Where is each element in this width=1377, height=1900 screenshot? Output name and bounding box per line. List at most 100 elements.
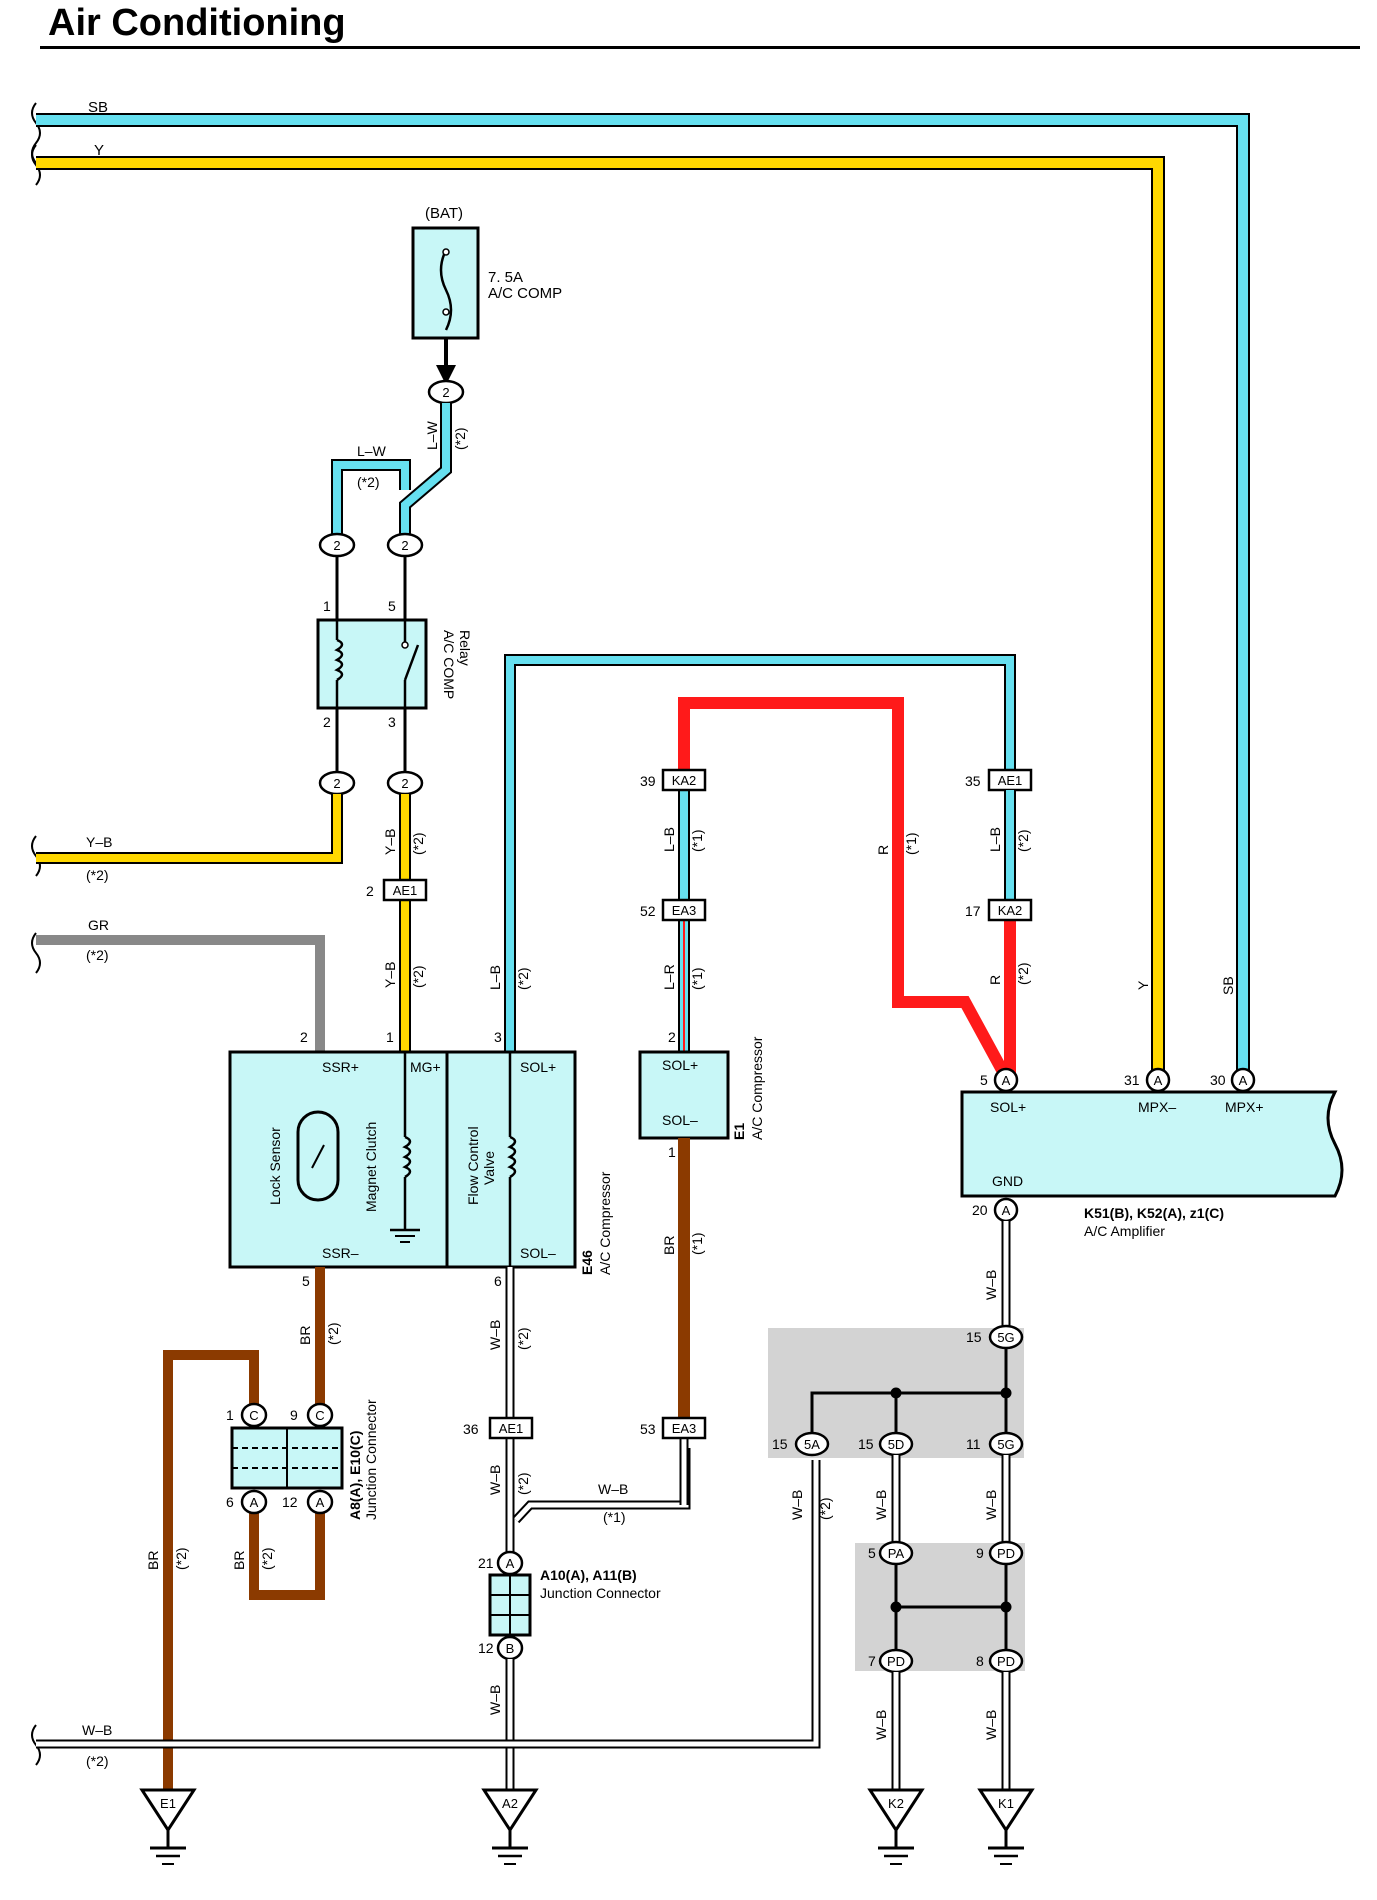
wire-note-br-e46: (*2) (325, 1322, 341, 1345)
ground-k2-label: K2 (888, 1796, 904, 1811)
connector-2-relay-bottom-left: 2 (318, 770, 356, 796)
e46-pin-1: 1 (386, 1029, 394, 1045)
junction-bus-pd (890, 1564, 1012, 1650)
amp-code: K51(B), K52(A), z1(C) (1084, 1205, 1224, 1221)
svg-text:PD: PD (997, 1546, 1015, 1561)
wire-label-br-comp: BR (661, 1236, 677, 1255)
e46-mg-plus: MG+ (410, 1059, 441, 1075)
e46-pin-6: 6 (494, 1273, 502, 1289)
ka2-pin-39: 39 (640, 773, 656, 789)
svg-text:5D: 5D (888, 1437, 905, 1452)
left-break-marks (31, 102, 41, 1766)
wire-label-gr: GR (88, 917, 109, 933)
ka2-pin-17: 17 (965, 903, 981, 919)
wire-gr (36, 935, 325, 1052)
connector-ae1-35: AE1 (987, 768, 1033, 792)
wire-note-lb-amp: (*2) (1015, 829, 1031, 852)
wire-label-lb-e46: L–B (487, 965, 503, 990)
title-rule (40, 46, 1360, 49)
e46-sol-plus: SOL+ (520, 1059, 556, 1075)
pd-pin-8: 8 (976, 1653, 984, 1669)
wire-label-lw: L–W (357, 443, 387, 459)
wire-label-r: R (875, 845, 891, 855)
wire-note-wb-ae1: (*2) (515, 1472, 531, 1495)
wire-label-br-loop: BR (231, 1551, 247, 1570)
junction-connector-a8: C C A A (230, 1402, 344, 1515)
wire-label-wb-a2: W–B (487, 1685, 503, 1715)
connector-ae1-wb: AE1 (488, 1416, 534, 1440)
ground-a2-label: A2 (502, 1796, 518, 1811)
wire-br-e46 (163, 1267, 325, 1790)
amplifier-ac (960, 1090, 1344, 1198)
wire-note-yb-upper: (*2) (410, 832, 426, 855)
a8-pin-12: 12 (282, 1494, 298, 1510)
wire-label-lb-ka2: L–B (661, 827, 677, 852)
connector-pd-9: PD (988, 1540, 1024, 1566)
wire-label-wb-k1: W–B (983, 1710, 999, 1740)
svg-text:2: 2 (333, 538, 340, 553)
wire-label-yb-lower: Y–B (382, 962, 398, 988)
svg-text:PD: PD (997, 1654, 1015, 1669)
e46-sol-minus: SOL– (520, 1245, 556, 1261)
connector-5a-15: 5A (794, 1431, 830, 1457)
wire-note-lw: (*2) (357, 474, 380, 490)
svg-text:A: A (506, 1556, 515, 1571)
svg-text:KA2: KA2 (998, 903, 1023, 918)
wire-note-gr: (*2) (86, 947, 109, 963)
ae1-pin-35: 35 (965, 773, 981, 789)
svg-text:KA2: KA2 (672, 773, 697, 788)
connector-pd-7: PD (878, 1648, 914, 1674)
pd-pin-7: 7 (868, 1653, 876, 1669)
ground-e1 (139, 1788, 197, 1865)
connector-pa-5: PA (878, 1540, 914, 1566)
ground-e1-label: E1 (160, 1796, 176, 1811)
wire-wb-e46 (505, 1267, 691, 1552)
5a-pin-15: 15 (772, 1436, 788, 1452)
amp-pin-31: 31 (1124, 1072, 1140, 1088)
junction-bus-5g (810, 1348, 1012, 1433)
svg-text:PD: PD (887, 1654, 905, 1669)
connector-2-relay-top-right: 2 (386, 532, 424, 558)
fuse-ac-comp (411, 226, 480, 340)
wire-label-y-amp: Y (1135, 980, 1151, 990)
ae1-pin-2: 2 (366, 883, 374, 899)
svg-text:5A: 5A (804, 1437, 820, 1452)
connector-ae1-yb: AE1 (382, 878, 428, 902)
e46-pin-2: 2 (300, 1029, 308, 1045)
svg-text:2: 2 (333, 776, 340, 791)
wire-label-wb-amp: W–B (983, 1270, 999, 1300)
a8-pin-1: 1 (226, 1407, 234, 1423)
e46-fcv-line2: Valve (481, 1151, 497, 1185)
ea3-pin-52: 52 (640, 903, 656, 919)
relay-name-line1: A/C COMP (441, 630, 457, 699)
wire-note-yb-lower: (*2) (410, 965, 426, 988)
connector-5g-15: 5G (988, 1324, 1024, 1350)
wire-label-lr: L–R (661, 964, 677, 990)
e46-lock-sensor: Lock Sensor (267, 1127, 283, 1205)
svg-text:5G: 5G (997, 1437, 1014, 1452)
svg-text:A: A (1002, 1073, 1011, 1088)
ground-k2 (867, 1788, 925, 1865)
wire-label-sb-amp: SB (1220, 976, 1236, 995)
relay-pin-2: 2 (323, 714, 331, 730)
wire-label-br-e46: BR (297, 1326, 313, 1345)
wire-label-wb-ea3: W–B (598, 1481, 628, 1497)
amp-pin-20: 20 (972, 1202, 988, 1218)
pd-pin-9: 9 (976, 1545, 984, 1561)
e1-sol-minus: SOL– (662, 1112, 698, 1128)
svg-text:A: A (1002, 1203, 1011, 1218)
wire-label-y: Y (94, 142, 104, 159)
svg-text:AE1: AE1 (998, 773, 1023, 788)
wire-y (36, 156, 1165, 1075)
wire-note-br-loop: (*2) (259, 1547, 275, 1570)
svg-text:2: 2 (401, 538, 408, 553)
connector-ea3-52: EA3 (661, 898, 707, 922)
ea3-pin-53: 53 (640, 1421, 656, 1437)
wire-wb-bottom (36, 1460, 821, 1749)
fuse-name-label: A/C COMP (488, 285, 562, 302)
amp-mpx-plus: MPX+ (1225, 1099, 1264, 1115)
wire-label-wb-e46: W–B (487, 1320, 503, 1350)
svg-text:EA3: EA3 (672, 903, 697, 918)
connector-5g-11: 5G (988, 1431, 1024, 1457)
amp-pin-30: 30 (1210, 1072, 1226, 1088)
